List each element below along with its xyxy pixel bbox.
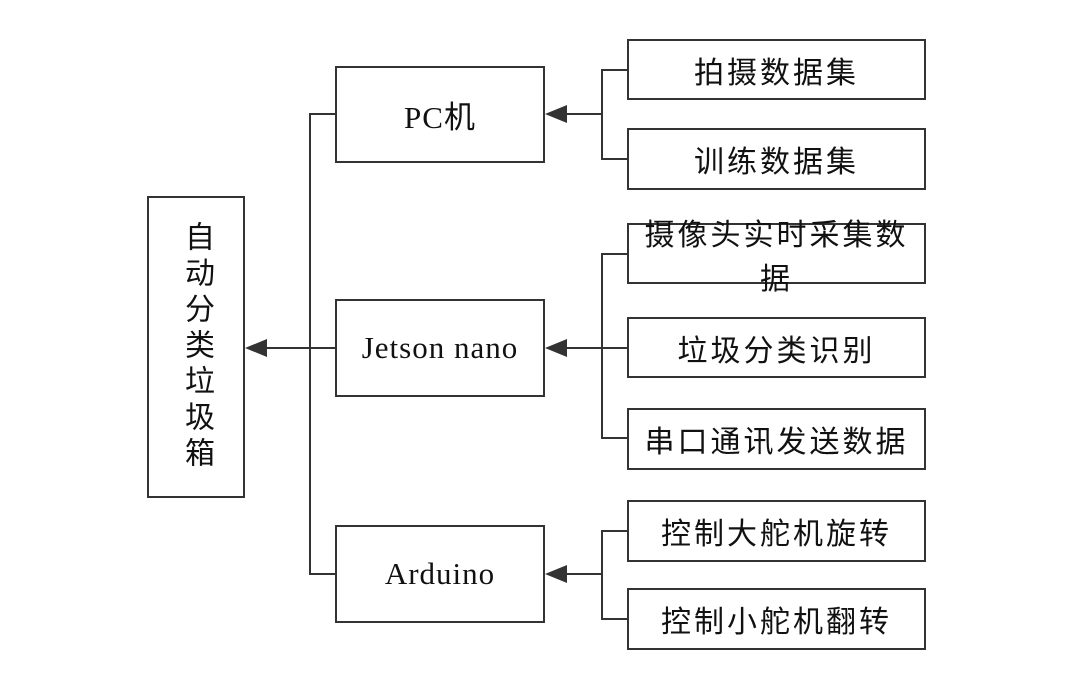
node-camera-realtime-capture-label: 摄像头实时采集数据 (644, 218, 909, 296)
connector-stub-arduino (309, 573, 335, 575)
node-control-large-servo: 控制大舵机旋转 (627, 500, 926, 562)
arrowhead-into-root (245, 339, 267, 357)
connector-stub-capture-dataset (601, 69, 627, 71)
node-arduino: Arduino (335, 525, 545, 623)
node-garbage-classification: 垃圾分类识别 (627, 317, 926, 378)
connector-stub-control-small-servo (601, 618, 627, 620)
node-control-small-servo: 控制小舵机翻转 (627, 588, 926, 650)
node-camera-realtime-capture: 摄像头实时采集数据 (627, 219, 926, 296)
arrowhead-into-arduino (545, 565, 567, 583)
bracket-pc-group (601, 69, 603, 160)
node-pc: PC机 (335, 66, 545, 163)
connector-line-to-root (252, 347, 335, 349)
node-root-label: 自动分类垃圾箱 (180, 221, 213, 473)
connector-line-into-pc (552, 113, 602, 115)
bracket-arduino-group (601, 530, 603, 620)
node-capture-dataset: 拍摄数据集 (627, 39, 926, 100)
connector-stub-pc (309, 113, 335, 115)
node-garbage-classification-label: 垃圾分类识别 (677, 334, 876, 368)
node-jetson-nano: Jetson nano (335, 299, 545, 397)
arrowhead-into-jetson (545, 339, 567, 357)
connector-line-into-arduino (552, 573, 602, 575)
connector-stub-garbage-classification (601, 347, 627, 349)
bracket-jetson-group (601, 253, 603, 439)
connector-stub-control-large-servo (601, 530, 627, 532)
node-pc-label: PC机 (404, 100, 476, 135)
node-arduino-label: Arduino (384, 556, 496, 591)
node-train-dataset: 训练数据集 (627, 128, 926, 190)
node-control-small-servo-label: 控制小舵机翻转 (661, 606, 892, 639)
node-capture-dataset-label: 拍摄数据集 (694, 56, 859, 90)
node-root: 自动分类垃圾箱 (147, 196, 245, 498)
node-serial-send-data-label: 串口通讯发送数据 (644, 426, 909, 459)
node-train-dataset-label: 训练数据集 (694, 146, 859, 179)
node-serial-send-data: 串口通讯发送数据 (627, 408, 926, 470)
node-control-large-servo-label: 控制大舵机旋转 (661, 518, 892, 551)
connector-left-trunk (309, 113, 311, 575)
connector-stub-train-dataset (601, 158, 627, 160)
connector-line-into-jetson (552, 347, 602, 349)
connector-stub-camera-realtime (601, 253, 627, 255)
node-jetson-nano-label: Jetson nano (361, 330, 519, 365)
connector-stub-serial-send (601, 437, 627, 439)
arrowhead-into-pc (545, 105, 567, 123)
